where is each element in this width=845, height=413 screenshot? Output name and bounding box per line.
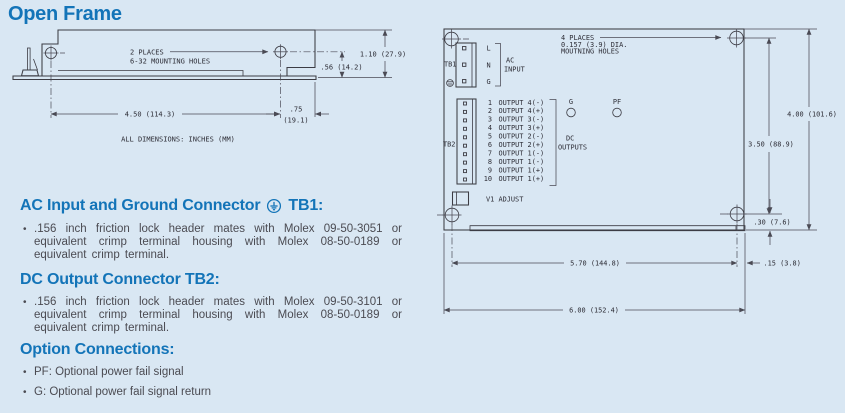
page-title: Open Frame bbox=[8, 3, 122, 25]
svg-text:7: 7 bbox=[488, 150, 492, 158]
mounting-hole-icon bbox=[727, 28, 746, 48]
dc-outputs-label: OUTPUTS bbox=[558, 144, 587, 152]
tb1-pin-label: G bbox=[487, 78, 491, 86]
svg-text:OUTPUT 4(+): OUTPUT 4(+) bbox=[499, 107, 545, 115]
dim-label: 4.50 (114.3) bbox=[125, 111, 176, 119]
dim-label: 3.50 (88.9) bbox=[748, 141, 794, 149]
dim-label: .30 (7.6) bbox=[753, 219, 790, 227]
section-heading-tb2: DC Output Connector TB2: bbox=[20, 271, 408, 289]
tb2-label: TB2 bbox=[443, 141, 455, 149]
svg-text:9: 9 bbox=[488, 166, 492, 174]
g-pad-label: G bbox=[569, 98, 573, 106]
pf-pad-label: PF bbox=[613, 98, 621, 106]
svg-text:OUTPUT 2(+): OUTPUT 2(+) bbox=[499, 141, 545, 149]
svg-text:OUTPUT 3(-): OUTPUT 3(-) bbox=[499, 116, 545, 124]
svg-text:OUTPUT 1(-): OUTPUT 1(-) bbox=[499, 150, 545, 158]
svg-text:10: 10 bbox=[484, 175, 492, 183]
chassis-base-plate bbox=[12, 75, 317, 81]
dim-label: 5.70 (144.8) bbox=[570, 260, 620, 268]
svg-text:5: 5 bbox=[488, 133, 492, 141]
board-outline bbox=[443, 28, 745, 231]
svg-text:1: 1 bbox=[488, 99, 492, 107]
pf-pad bbox=[612, 107, 622, 118]
tb1-connector bbox=[455, 42, 477, 88]
g-pad bbox=[566, 107, 576, 118]
svg-text:3: 3 bbox=[488, 116, 492, 124]
dimensions-note: ALL DIMENSIONS: INCHES (MM) bbox=[121, 136, 235, 144]
holes-note: MOUTNING HOLES bbox=[561, 48, 619, 56]
bottom-flange bbox=[469, 225, 746, 232]
svg-text:OUTPUT 1(+): OUTPUT 1(+) bbox=[499, 175, 545, 183]
mounting-hole-icon bbox=[273, 44, 288, 60]
tb2-connector bbox=[456, 98, 477, 185]
svg-text:OUTPUT 4(-): OUTPUT 4(-) bbox=[499, 99, 545, 107]
dim-label: 4.00 (101.6) bbox=[787, 111, 837, 119]
component-base bbox=[20, 69, 40, 77]
bullet-item: .156 inch friction lock header mates wit… bbox=[22, 296, 402, 335]
svg-text:4: 4 bbox=[488, 124, 492, 132]
heading-text: Option Connections: bbox=[20, 341, 175, 358]
tb1-pin-label: L bbox=[487, 45, 491, 53]
v1-adjust-pot bbox=[451, 191, 470, 206]
dim-label: .56 (14.2) bbox=[320, 64, 362, 72]
bracket bbox=[495, 43, 501, 87]
ground-icon bbox=[267, 198, 282, 214]
v1-adjust-label: V1 ADJUST bbox=[486, 196, 523, 204]
chassis-body-outline bbox=[41, 29, 316, 76]
svg-text:6: 6 bbox=[488, 141, 492, 149]
dim-label: 1.10 (27.9) bbox=[360, 51, 406, 59]
tb1-pin-label: N bbox=[487, 62, 491, 70]
mounting-note: 6-32 MOUNTING HOLES bbox=[130, 58, 210, 66]
svg-text:OUTPUT 3(+): OUTPUT 3(+) bbox=[499, 124, 545, 132]
svg-text:OUTPUT 1(+): OUTPUT 1(+) bbox=[499, 166, 545, 174]
dim-label: .15 (3.8) bbox=[764, 260, 801, 268]
mounting-hole-icon bbox=[720, 204, 747, 224]
ac-input-label: AC bbox=[506, 57, 514, 65]
text-column: AC Input and Ground Connector TB1: .156 i… bbox=[8, 197, 408, 406]
chassis-inner-edge bbox=[58, 70, 244, 76]
tb2-pin-list: 1 OUTPUT 4(-) 2 OUTPUT 4(+) 3 OUTPUT 3(-) 4… bbox=[484, 99, 544, 183]
side-view-drawing: 2 PLACES 6-32 MOUNTING HOLES 1.10 (27.9)… bbox=[12, 29, 406, 144]
component-pin bbox=[27, 47, 31, 71]
bullet-item: PF: Optional power fail signal bbox=[22, 366, 402, 379]
bullet-list: PF: Optional power fail signal G: Option… bbox=[8, 366, 408, 399]
holes-note: 4 PLACES bbox=[561, 34, 594, 42]
svg-text:8: 8 bbox=[488, 158, 492, 166]
mounting-note: 2 PLACES bbox=[130, 49, 164, 57]
svg-text:OUTPUT 1(-): OUTPUT 1(-) bbox=[499, 158, 545, 166]
ground-icon bbox=[446, 79, 454, 87]
mounting-hole-icon bbox=[442, 29, 469, 49]
dc-outputs-label: DC bbox=[566, 135, 574, 143]
section-heading-tb1: AC Input and Ground Connector TB1: bbox=[20, 197, 408, 215]
ac-input-label: INPUT bbox=[504, 66, 525, 74]
mounting-hole-icon bbox=[43, 45, 65, 61]
mounting-hole-icon bbox=[437, 205, 462, 225]
tb1-label: TB1 bbox=[444, 61, 456, 69]
svg-text:2: 2 bbox=[488, 107, 492, 115]
bullet-item: G: Optional power fail signal return bbox=[22, 386, 402, 399]
bullet-list: .156 inch friction lock header mates wit… bbox=[8, 296, 408, 335]
bullet-list: .156 inch friction lock header mates wit… bbox=[8, 223, 408, 262]
dim-label: (19.1) bbox=[283, 117, 308, 125]
svg-text:OUTPUT 2(-): OUTPUT 2(-) bbox=[499, 133, 545, 141]
heading-text: AC Input and Ground Connector bbox=[20, 197, 261, 214]
holes-note: 0.157 (3.9) DIA. bbox=[561, 41, 627, 49]
section-heading-options: Option Connections: bbox=[20, 341, 408, 359]
bracket bbox=[549, 99, 557, 186]
dim-label: 6.00 (152.4) bbox=[569, 307, 619, 315]
component-lead bbox=[33, 58, 38, 71]
dim-label: .75 bbox=[290, 106, 303, 114]
heading-text: DC Output Connector TB2: bbox=[20, 271, 220, 288]
heading-text: TB1: bbox=[288, 197, 324, 214]
bullet-item: .156 inch friction lock header mates wit… bbox=[22, 223, 402, 262]
